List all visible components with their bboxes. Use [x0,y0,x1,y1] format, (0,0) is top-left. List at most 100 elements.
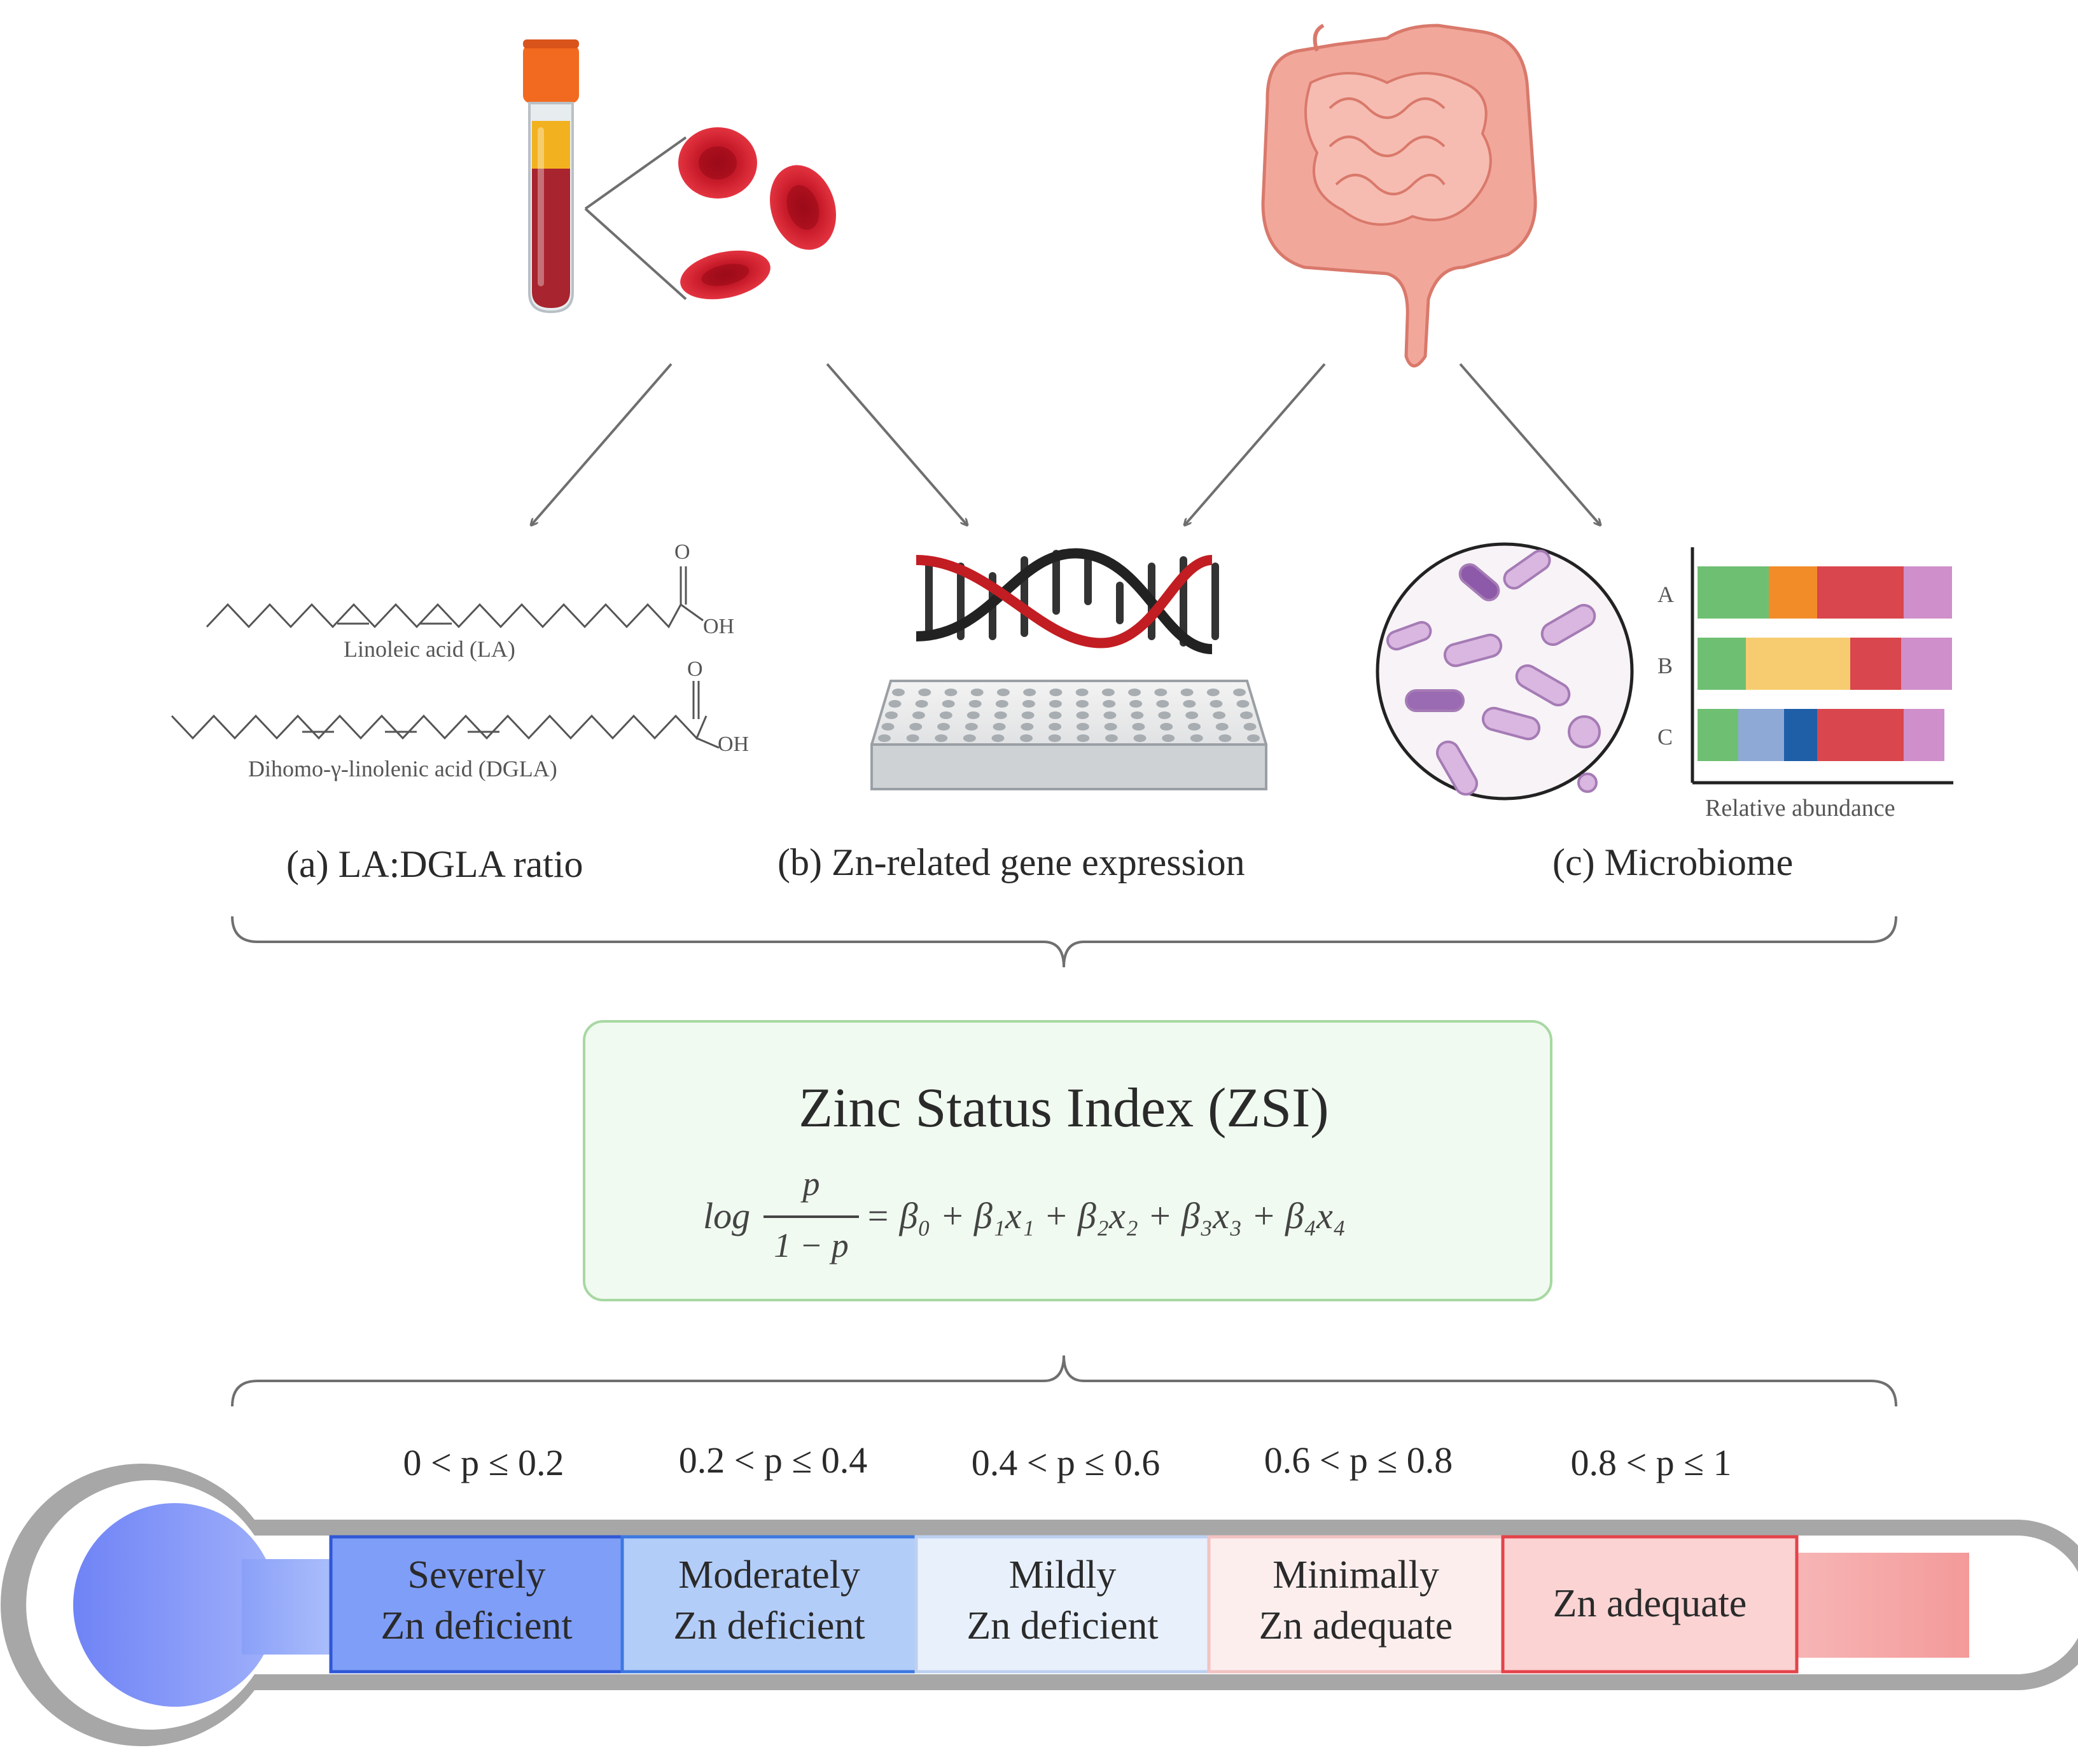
range-labels: 0 < p ≤ 0.2 0.2 < p ≤ 0.4 0.4 < p ≤ 0.6 … [403,1439,1731,1483]
well [915,700,928,708]
blood-layer [532,169,570,308]
dgla-hydroxyl: OH [718,732,749,756]
panel-c-label: (c) Microbiome [1552,841,1793,883]
well [1101,689,1115,696]
arrows [531,363,1600,525]
well [1104,723,1117,731]
well [1048,734,1061,742]
well [1133,734,1147,742]
well [906,734,919,742]
arrow-gut-to-microbiome [1459,363,1600,525]
dgla-oxygen: O [687,657,703,681]
well [1215,723,1229,731]
well [1247,734,1260,742]
intestine-icon [1261,24,1537,368]
well [892,689,905,696]
well [912,711,925,719]
well [1187,723,1201,731]
thermometer-end-fill [1785,1553,1969,1658]
segment-1-line1: Severely [408,1553,546,1597]
abundance-segment [1738,709,1784,761]
segment-3-line1: Mildly [1009,1553,1117,1597]
well [1023,689,1036,696]
range-label-3: 0.4 < p ≤ 0.6 [972,1442,1161,1483]
well [937,723,951,731]
well [968,700,982,708]
bacteria-microscope-icon [1376,542,1634,801]
well [1021,723,1034,731]
formula-denominator: 1 − p [774,1226,848,1264]
abundance-bar-label: C [1657,724,1673,750]
well [1049,689,1063,696]
zsi-box [583,1020,1552,1301]
well [1103,700,1116,708]
well [885,711,898,719]
well [994,711,1007,719]
abundance-bar-label: A [1657,582,1674,607]
well [1076,711,1089,719]
well [1022,700,1035,708]
well [1020,734,1033,742]
well-plate-icon [870,680,1267,790]
abundance-segment [1901,638,1952,690]
well [1183,700,1196,708]
well [878,734,891,742]
abundance-segment [1698,709,1738,761]
formula-rhs: = β₀ + β₁x₁ + β₂x₂ + β₃x₃ + β₄x₄ [865,1195,1346,1236]
dgla-chain [171,714,708,740]
well [1021,711,1035,719]
range-label-2: 0.2 < p ≤ 0.4 [679,1439,868,1481]
range-label-1: 0 < p ≤ 0.2 [403,1442,564,1483]
well [995,700,1008,708]
abundance-segment [1698,638,1746,690]
well [1158,711,1171,719]
well [1049,723,1062,731]
well [944,689,958,696]
well [996,689,1010,696]
segment-1-line2: Zn deficient [380,1604,572,1648]
segment-4-line2: Zn adequate [1259,1604,1453,1648]
well [1218,734,1232,742]
segment-severely: Severely Zn deficient [329,1535,624,1674]
well [1132,723,1145,731]
abundance-segment [1904,566,1952,619]
well [1185,711,1199,719]
thermometer-bulb [73,1503,277,1707]
well [909,723,923,731]
arrow-blood-to-la [531,363,673,525]
segment-2-line2: Zn deficient [673,1604,865,1648]
abundance-xlabel: Relative abundance [1705,795,1895,822]
well [1077,734,1090,742]
well [970,689,984,696]
well [942,700,955,708]
abundance-segment [1850,638,1901,690]
abundance-segment [1817,566,1904,619]
well [918,689,931,696]
abundance-segment [1769,566,1817,619]
well [1213,711,1226,719]
well [993,723,1006,731]
panel-a-label: (a) LA:DGLA ratio [286,843,583,885]
abundance-segment [1817,709,1904,761]
well [1076,700,1089,708]
well [1049,711,1062,719]
plasma-layer [532,121,570,169]
well [1233,689,1246,696]
arrow-gut-to-gene [1185,363,1326,525]
well [1129,700,1143,708]
abundance-segment [1904,709,1944,761]
abundance-segment [1698,566,1769,619]
well [1190,734,1203,742]
well [1243,723,1257,731]
segment-adequate: Zn adequate [1501,1535,1799,1674]
abundance-bar-label: B [1657,653,1673,678]
fatty-acid-structures: O OH Linoleic acid (LA) O OH Dihomo-γ-li… [171,540,749,781]
status-segments: Severely Zn deficient Moderately Zn defi… [329,1535,1799,1674]
segment-3-line2: Zn deficient [966,1604,1158,1648]
panel-b-label: (b) Zn-related gene expression [778,841,1245,883]
well [963,734,976,742]
well [965,723,978,731]
range-label-4: 0.6 < p ≤ 0.8 [1264,1439,1453,1481]
well [1131,711,1144,719]
abundance-segment [1784,709,1817,761]
